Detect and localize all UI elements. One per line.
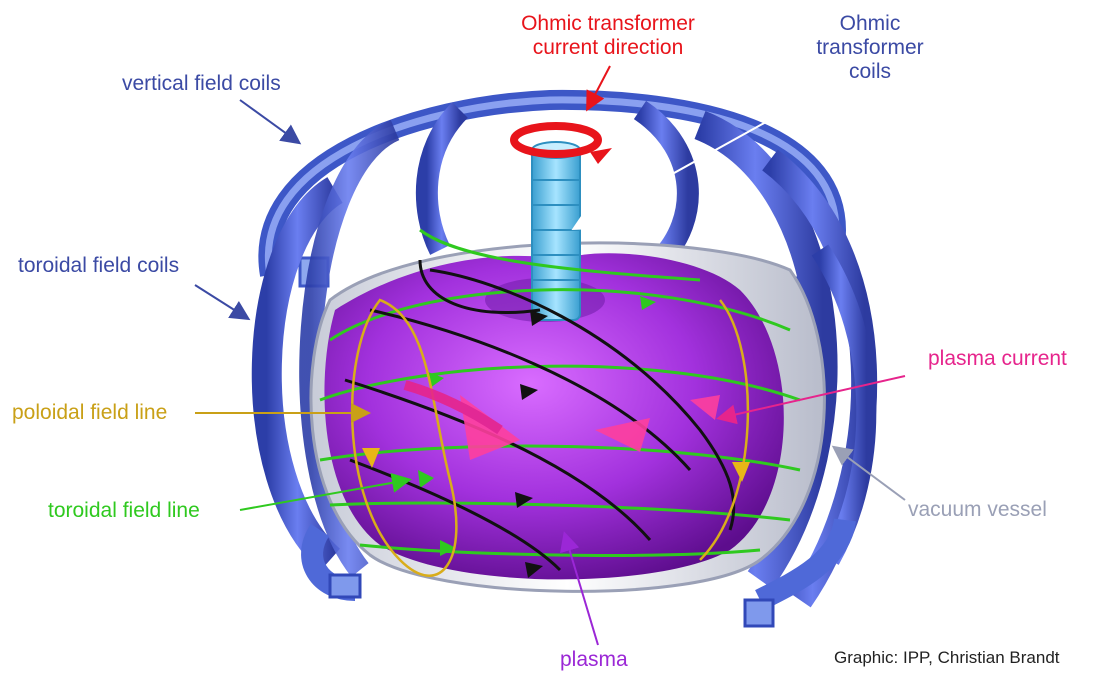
label-ohmic-current-direction: Ohmic transformer current direction bbox=[468, 12, 748, 60]
ohmic-coils-line3: coils bbox=[800, 60, 940, 84]
label-vertical-field-coils: vertical field coils bbox=[122, 72, 281, 96]
label-toroidal-field-line: toroidal field line bbox=[48, 499, 200, 523]
label-toroidal-field-coils: toroidal field coils bbox=[18, 254, 179, 278]
ohmic-coils-line2: transformer bbox=[800, 36, 940, 60]
label-ohmic-transformer-coils: Ohmic transformer coils bbox=[800, 12, 940, 84]
label-plasma: plasma bbox=[560, 648, 628, 672]
label-poloidal-field-line: poloidal field line bbox=[12, 401, 167, 425]
ohmic-current-line2: current direction bbox=[468, 36, 748, 60]
ohmic-current-line1: Ohmic transformer bbox=[468, 12, 748, 36]
central-solenoid bbox=[532, 142, 580, 320]
ohmic-coils-line1: Ohmic bbox=[800, 12, 940, 36]
label-plasma-current: plasma current bbox=[928, 347, 1067, 371]
label-vacuum-vessel: vacuum vessel bbox=[908, 498, 1047, 522]
image-credit: Graphic: IPP, Christian Brandt bbox=[834, 646, 1060, 670]
